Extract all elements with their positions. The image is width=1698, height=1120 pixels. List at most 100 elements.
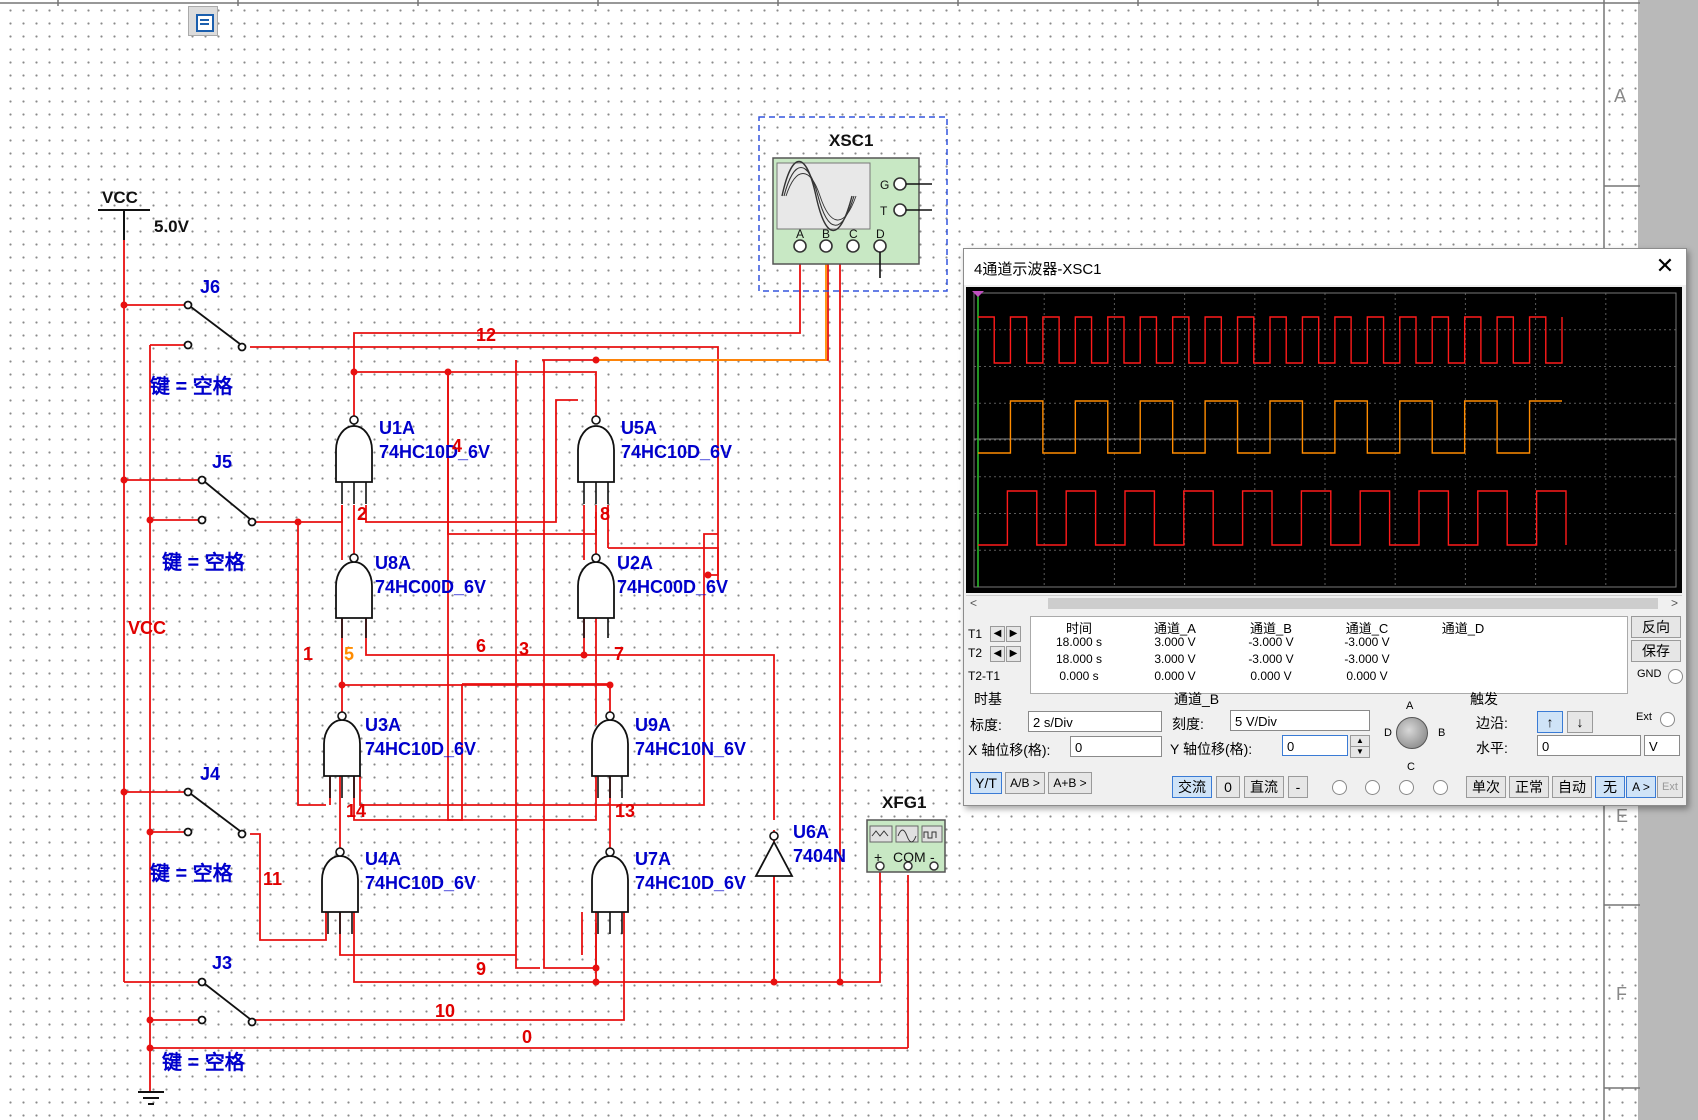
channel-scale-label: 刻度: bbox=[1172, 716, 1204, 732]
scope-pin-a: A bbox=[796, 227, 804, 241]
delta-channel-c: 0.000 V bbox=[1346, 669, 1388, 683]
net-label-3: 3 bbox=[519, 639, 529, 659]
net-label-1: 1 bbox=[303, 644, 313, 664]
auto-mode-button[interactable]: 自动 bbox=[1552, 776, 1592, 798]
save-button[interactable]: 保存 bbox=[1631, 640, 1681, 662]
dc-coupling-button[interactable]: 直流 bbox=[1244, 776, 1284, 798]
channel-radio-4[interactable] bbox=[1433, 780, 1448, 795]
net-label-10: 10 bbox=[435, 1001, 455, 1021]
gate-u4a[interactable] bbox=[321, 847, 359, 934]
vcc-source[interactable]: VCC 5.0V bbox=[98, 188, 190, 240]
single-mode-button[interactable]: 单次 bbox=[1466, 776, 1506, 798]
x-position-label: X 轴位移(格): bbox=[968, 742, 1051, 758]
header-channel-b: 通道_B bbox=[1250, 621, 1292, 636]
switch-ref-j6: J6 bbox=[200, 277, 220, 297]
knob-label-b: B bbox=[1438, 727, 1446, 739]
t2-right-arrow-icon[interactable]: ▶ bbox=[1006, 646, 1021, 662]
gate-ref-u3a: U3A bbox=[365, 715, 401, 735]
net-label-4: 4 bbox=[452, 436, 462, 456]
t2-time: 18.000 s bbox=[1055, 652, 1103, 666]
cursor-t1-marker-icon[interactable] bbox=[972, 291, 984, 297]
trace-channel-b bbox=[978, 400, 1562, 454]
close-icon[interactable]: ✕ bbox=[1655, 253, 1675, 278]
trigger-level-unit[interactable]: V bbox=[1644, 735, 1680, 756]
switch-j3[interactable] bbox=[197, 977, 257, 1027]
oscilloscope-window[interactable]: 4通道示波器-XSC1 ✕ < > T1 T2 T2-T1 ◀ ▶ ◀ ▶ 时间… bbox=[963, 248, 1687, 806]
channel-scale-field[interactable]: 5 V/Div bbox=[1230, 710, 1370, 731]
y-position-field[interactable]: 0 bbox=[1282, 735, 1348, 756]
switch-j6[interactable] bbox=[183, 300, 247, 352]
channel-radio-1[interactable] bbox=[1332, 780, 1347, 795]
gate-u1a[interactable] bbox=[335, 415, 373, 504]
gate-part-u1a: 74HC10D_6V bbox=[379, 442, 490, 462]
gate-ref-u2a: U2A bbox=[617, 553, 653, 573]
zero-coupling-button[interactable]: 0 bbox=[1216, 776, 1240, 798]
generator-pin-com: COM bbox=[893, 849, 926, 865]
function-generator-xfg1[interactable]: XFG1 + COM - bbox=[866, 793, 946, 873]
inverter-u6a[interactable] bbox=[754, 831, 794, 877]
gnd-radio[interactable] bbox=[1668, 669, 1683, 684]
trigger-level-field[interactable]: 0 bbox=[1537, 735, 1641, 756]
channel-selector-knob-icon[interactable] bbox=[1396, 717, 1428, 749]
scroll-thumb[interactable] bbox=[1048, 598, 1658, 609]
switch-key-j5: 键 = 空格 bbox=[162, 550, 246, 574]
switch-j5[interactable] bbox=[197, 475, 257, 527]
a-plus-b-button[interactable]: A+B > bbox=[1048, 772, 1092, 794]
scroll-left-icon[interactable]: < bbox=[970, 596, 978, 610]
minus-coupling-button[interactable]: - bbox=[1288, 776, 1308, 798]
gate-u5a[interactable] bbox=[577, 415, 615, 504]
gate-part-u5a: 74HC10D_6V bbox=[621, 442, 732, 462]
gate-ref-u1a: U1A bbox=[379, 418, 415, 438]
ac-coupling-button[interactable]: 交流 bbox=[1172, 776, 1212, 798]
gate-ref-u7a: U7A bbox=[635, 849, 671, 869]
ab-button[interactable]: A/B > bbox=[1005, 772, 1045, 794]
x-position-field[interactable]: 0 bbox=[1070, 736, 1162, 757]
row-label-t2-t1: T2-T1 bbox=[968, 669, 1001, 683]
switch-j4[interactable] bbox=[183, 787, 247, 839]
scroll-right-icon[interactable]: > bbox=[1670, 596, 1678, 610]
scope-pin-g: G bbox=[880, 178, 889, 192]
scope-pin-d: D bbox=[876, 227, 885, 241]
t2-left-arrow-icon[interactable]: ◀ bbox=[990, 646, 1005, 662]
gate-u3a[interactable] bbox=[323, 711, 361, 798]
t1-left-arrow-icon[interactable]: ◀ bbox=[990, 626, 1005, 642]
switch-ref-j5: J5 bbox=[212, 452, 232, 472]
timebase-scale-field[interactable]: 2 s/Div bbox=[1028, 711, 1162, 732]
scope-pin-c: C bbox=[849, 227, 858, 241]
gate-part-u3a: 74HC10D_6V bbox=[365, 739, 476, 759]
trigger-ext-radio[interactable] bbox=[1660, 712, 1675, 727]
y-position-down-icon[interactable]: ▼ bbox=[1350, 746, 1370, 758]
switch-key-j3: 键 = 空格 bbox=[162, 1050, 246, 1074]
trigger-a-button[interactable]: A > bbox=[1626, 776, 1656, 798]
scope-scrollbar[interactable]: < > bbox=[966, 595, 1682, 612]
falling-edge-button[interactable]: ↓ bbox=[1567, 711, 1593, 733]
channel-title: 通道_B bbox=[1174, 691, 1220, 707]
gate-ref-u4a: U4A bbox=[365, 849, 401, 869]
t1-time: 18.000 s bbox=[1055, 635, 1103, 649]
spreadsheet-toggle-icon[interactable] bbox=[188, 6, 218, 36]
rising-edge-button[interactable]: ↑ bbox=[1537, 711, 1563, 733]
oscilloscope-xsc1[interactable]: XSC1 G T A B C D bbox=[758, 116, 948, 292]
net-label-8: 8 bbox=[600, 504, 610, 524]
gate-u8a[interactable] bbox=[335, 553, 373, 638]
gnd-label: GND bbox=[1637, 668, 1662, 680]
gate-part-u6a: 7404N bbox=[793, 846, 846, 866]
gate-u7a[interactable] bbox=[591, 847, 629, 934]
t1-right-arrow-icon[interactable]: ▶ bbox=[1006, 626, 1021, 642]
gate-u2a[interactable] bbox=[577, 553, 615, 638]
gate-u9a[interactable] bbox=[591, 711, 629, 798]
trigger-ext-button[interactable]: Ext bbox=[1657, 776, 1683, 798]
yt-button[interactable]: Y/T bbox=[970, 772, 1002, 794]
scope-display[interactable] bbox=[966, 287, 1682, 593]
none-mode-button[interactable]: 无 bbox=[1595, 776, 1625, 798]
reverse-button[interactable]: 反向 bbox=[1631, 616, 1681, 638]
scope-titlebar[interactable]: 4通道示波器-XSC1 ✕ bbox=[964, 249, 1686, 285]
net-label-6: 6 bbox=[476, 636, 486, 656]
trigger-level-label: 水平: bbox=[1476, 740, 1508, 756]
t1-channel-c: -3.000 V bbox=[1344, 635, 1390, 649]
normal-mode-button[interactable]: 正常 bbox=[1509, 776, 1549, 798]
channel-radio-2[interactable] bbox=[1365, 780, 1380, 795]
generator-ref-label: XFG1 bbox=[882, 793, 926, 812]
channel-radio-3[interactable] bbox=[1399, 780, 1414, 795]
